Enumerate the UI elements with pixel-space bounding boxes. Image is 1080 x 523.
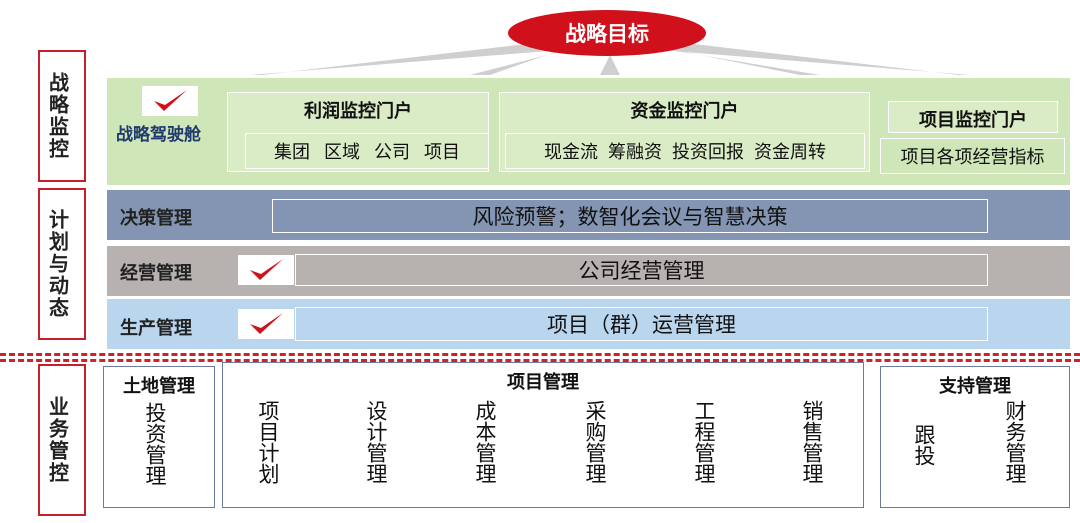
check-icon [238,309,294,339]
strategic-goal-ellipse: 战略目标 [508,10,706,56]
profit-portal-items: 集团 区域 公司 项目 [245,133,489,169]
fund-item-turnover: 资金周转 [754,142,826,163]
profit-portal-title: 利润监控门户 [304,101,412,122]
land-management-box [103,366,215,508]
project-item-cost: 成本管理 [473,400,497,484]
support-management-box [880,366,1070,508]
fund-portal-title: 资金监控门户 [630,101,739,122]
production-content: 项目（群）运营管理 [295,307,988,341]
project-portal-items: 项目各项经营指标 [880,138,1065,174]
check-icon [238,255,294,285]
land-management-title: 土地管理 [123,376,195,397]
decision-band [107,190,1070,240]
operation-label: 经营管理 [120,263,192,284]
profit-portal [227,92,489,172]
tag-strategic-monitoring: 战略监控 [38,50,76,182]
project-management-box [222,362,864,508]
tag-plan-dynamics: 计划与动态 [38,188,76,340]
fund-item-roi: 投资回报 [672,142,744,163]
support-item-finance: 财务管理 [1003,400,1027,484]
tag-business-control-label: 业务管控 [45,396,70,484]
cockpit-label: 战略驾驶舱 [116,125,201,145]
land-item-investment: 投资管理 [143,402,167,486]
operation-content: 公司经营管理 [295,254,988,286]
check-icon [142,86,198,116]
project-portal-title-box [888,101,1058,133]
separator-line [0,359,1080,362]
separator-line [0,353,1080,356]
fund-item-financing: 筹融资 [608,142,662,163]
tag-business-control: 业务管控 [38,364,76,516]
production-label: 生产管理 [120,318,192,339]
project-item-sales: 销售管理 [800,400,824,484]
tag-strategic-monitoring-label: 战略监控 [45,72,70,160]
project-item-indicators: 项目各项经营指标 [900,147,1045,168]
tag-plan-dynamics-label: 计划与动态 [45,209,70,319]
project-item-design: 设计管理 [364,400,388,484]
project-item-procurement: 采购管理 [583,400,607,484]
decision-content: 风险预警；数智化会议与智慧决策 [272,199,988,233]
profit-item-company: 公司 [374,142,410,163]
project-item-plan: 项目计划 [256,400,280,484]
decision-label: 决策管理 [120,208,192,229]
project-portal-title: 项目监控门户 [919,110,1027,131]
profit-item-region: 区域 [324,142,360,163]
profit-item-group: 集团 [274,142,310,163]
profit-item-project: 项目 [424,142,460,163]
fund-portal [499,92,870,172]
support-management-title: 支持管理 [939,376,1011,397]
project-item-engineering: 工程管理 [692,400,716,484]
project-management-title: 项目管理 [507,372,579,393]
support-item-coinvest: 跟投 [912,424,936,466]
fund-portal-items: 现金流 筹融资 投资回报 资金周转 [505,133,865,169]
strategic-goal-label: 战略目标 [565,22,649,46]
fund-item-cashflow: 现金流 [544,142,598,163]
